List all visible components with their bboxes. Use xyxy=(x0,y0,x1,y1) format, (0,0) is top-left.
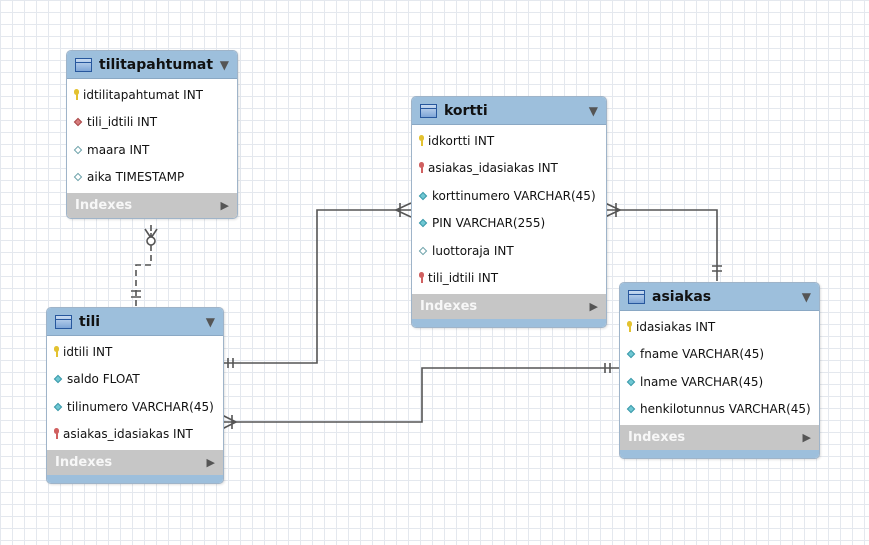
table-name: tili xyxy=(79,313,101,330)
table-header[interactable]: tilitapahtumat ▼ xyxy=(67,51,237,79)
table-tilitapahtumat[interactable]: tilitapahtumat ▼ idtilitapahtumat INT ti… xyxy=(66,50,238,219)
expand-arrow-icon[interactable]: ▶ xyxy=(206,456,215,469)
one-mark-tili xyxy=(131,290,141,298)
diamond-icon xyxy=(73,145,83,154)
column-row[interactable]: korttinumero VARCHAR(45) xyxy=(412,182,606,210)
column-row[interactable]: lname VARCHAR(45) xyxy=(620,368,819,396)
diamond-icon xyxy=(626,377,636,386)
collapse-arrow-icon[interactable]: ▼ xyxy=(205,314,215,329)
relationship-tili-kortti xyxy=(222,209,411,364)
table-icon xyxy=(55,314,72,329)
collapse-arrow-icon[interactable]: ▼ xyxy=(588,103,598,118)
column-row[interactable]: asiakas_idasiakas INT xyxy=(47,421,223,449)
column-row[interactable]: idkortti INT xyxy=(412,127,606,155)
table-name: tilitapahtumat xyxy=(99,56,214,73)
expand-arrow-icon[interactable]: ▶ xyxy=(220,199,229,212)
column-row[interactable]: PIN VARCHAR(255) xyxy=(412,210,606,238)
column-row[interactable]: aika TIMESTAMP xyxy=(67,164,237,192)
relationship-kortti-asiakas xyxy=(605,209,718,281)
crowfoot-kortti-asiakas xyxy=(604,202,622,218)
one-mark-asiakas-kortti xyxy=(712,265,722,272)
table-asiakas[interactable]: asiakas ▼ idasiakas INT fname VARCHAR(45… xyxy=(619,282,820,459)
table-header[interactable]: asiakas ▼ xyxy=(620,283,819,311)
diamond-icon xyxy=(53,402,63,411)
table-name: kortti xyxy=(444,102,488,119)
diamond-icon xyxy=(626,350,636,359)
one-mark-asiakas-tili xyxy=(604,363,611,373)
table-icon xyxy=(420,103,437,118)
table-footer xyxy=(412,319,606,327)
foreign-key-icon xyxy=(419,162,424,174)
diamond-icon xyxy=(626,405,636,414)
column-row[interactable]: tili_idtili INT xyxy=(412,265,606,293)
indexes-bar[interactable]: Indexes▶ xyxy=(412,294,606,319)
crowfoot-kortti-tili xyxy=(394,202,412,218)
foreign-key-icon xyxy=(419,272,424,284)
table-icon xyxy=(75,57,92,72)
table-footer xyxy=(620,450,819,458)
diamond-icon xyxy=(418,191,428,200)
indexes-bar[interactable]: Indexes▶ xyxy=(67,193,237,218)
table-name: asiakas xyxy=(652,288,712,305)
table-tili[interactable]: tili ▼ idtili INT saldo FLOAT tilinumero… xyxy=(46,307,224,484)
diamond-icon xyxy=(53,375,63,384)
column-row[interactable]: idasiakas INT xyxy=(620,313,819,341)
relationship-tili-asiakas xyxy=(222,367,619,423)
column-row[interactable]: maara INT xyxy=(67,136,237,164)
table-footer xyxy=(47,475,223,483)
column-row[interactable]: tili_idtili INT xyxy=(67,109,237,137)
diamond-icon xyxy=(418,246,428,255)
table-header[interactable]: kortti ▼ xyxy=(412,97,606,125)
column-row[interactable]: idtili INT xyxy=(47,338,223,366)
key-icon xyxy=(627,320,632,333)
column-row[interactable]: henkilotunnus VARCHAR(45) xyxy=(620,396,819,424)
column-row[interactable]: fname VARCHAR(45) xyxy=(620,341,819,369)
expand-arrow-icon[interactable]: ▶ xyxy=(802,431,811,444)
foreign-key-diamond-icon xyxy=(73,118,83,127)
column-row[interactable]: asiakas_idasiakas INT xyxy=(412,155,606,183)
one-mark-tili-kortti xyxy=(227,358,234,368)
collapse-arrow-icon[interactable]: ▼ xyxy=(219,57,229,72)
table-header[interactable]: tili ▼ xyxy=(47,308,223,336)
column-row[interactable]: idtilitapahtumat INT xyxy=(67,81,237,109)
key-icon xyxy=(54,345,59,358)
indexes-bar[interactable]: Indexes▶ xyxy=(620,425,819,450)
key-icon xyxy=(419,134,424,147)
column-row[interactable]: saldo FLOAT xyxy=(47,366,223,394)
diamond-icon xyxy=(418,219,428,228)
key-icon xyxy=(74,88,79,101)
expand-arrow-icon[interactable]: ▶ xyxy=(589,300,598,313)
crowfoot-tili-asiakas xyxy=(221,414,238,430)
foreign-key-icon xyxy=(54,428,59,440)
collapse-arrow-icon[interactable]: ▼ xyxy=(801,289,811,304)
table-icon xyxy=(628,289,645,304)
diamond-icon xyxy=(73,173,83,182)
optional-circle xyxy=(146,236,156,246)
column-row[interactable]: tilinumero VARCHAR(45) xyxy=(47,393,223,421)
indexes-bar[interactable]: Indexes▶ xyxy=(47,450,223,475)
table-kortti[interactable]: kortti ▼ idkortti INT asiakas_idasiakas … xyxy=(411,96,607,328)
column-row[interactable]: luottoraja INT xyxy=(412,237,606,265)
